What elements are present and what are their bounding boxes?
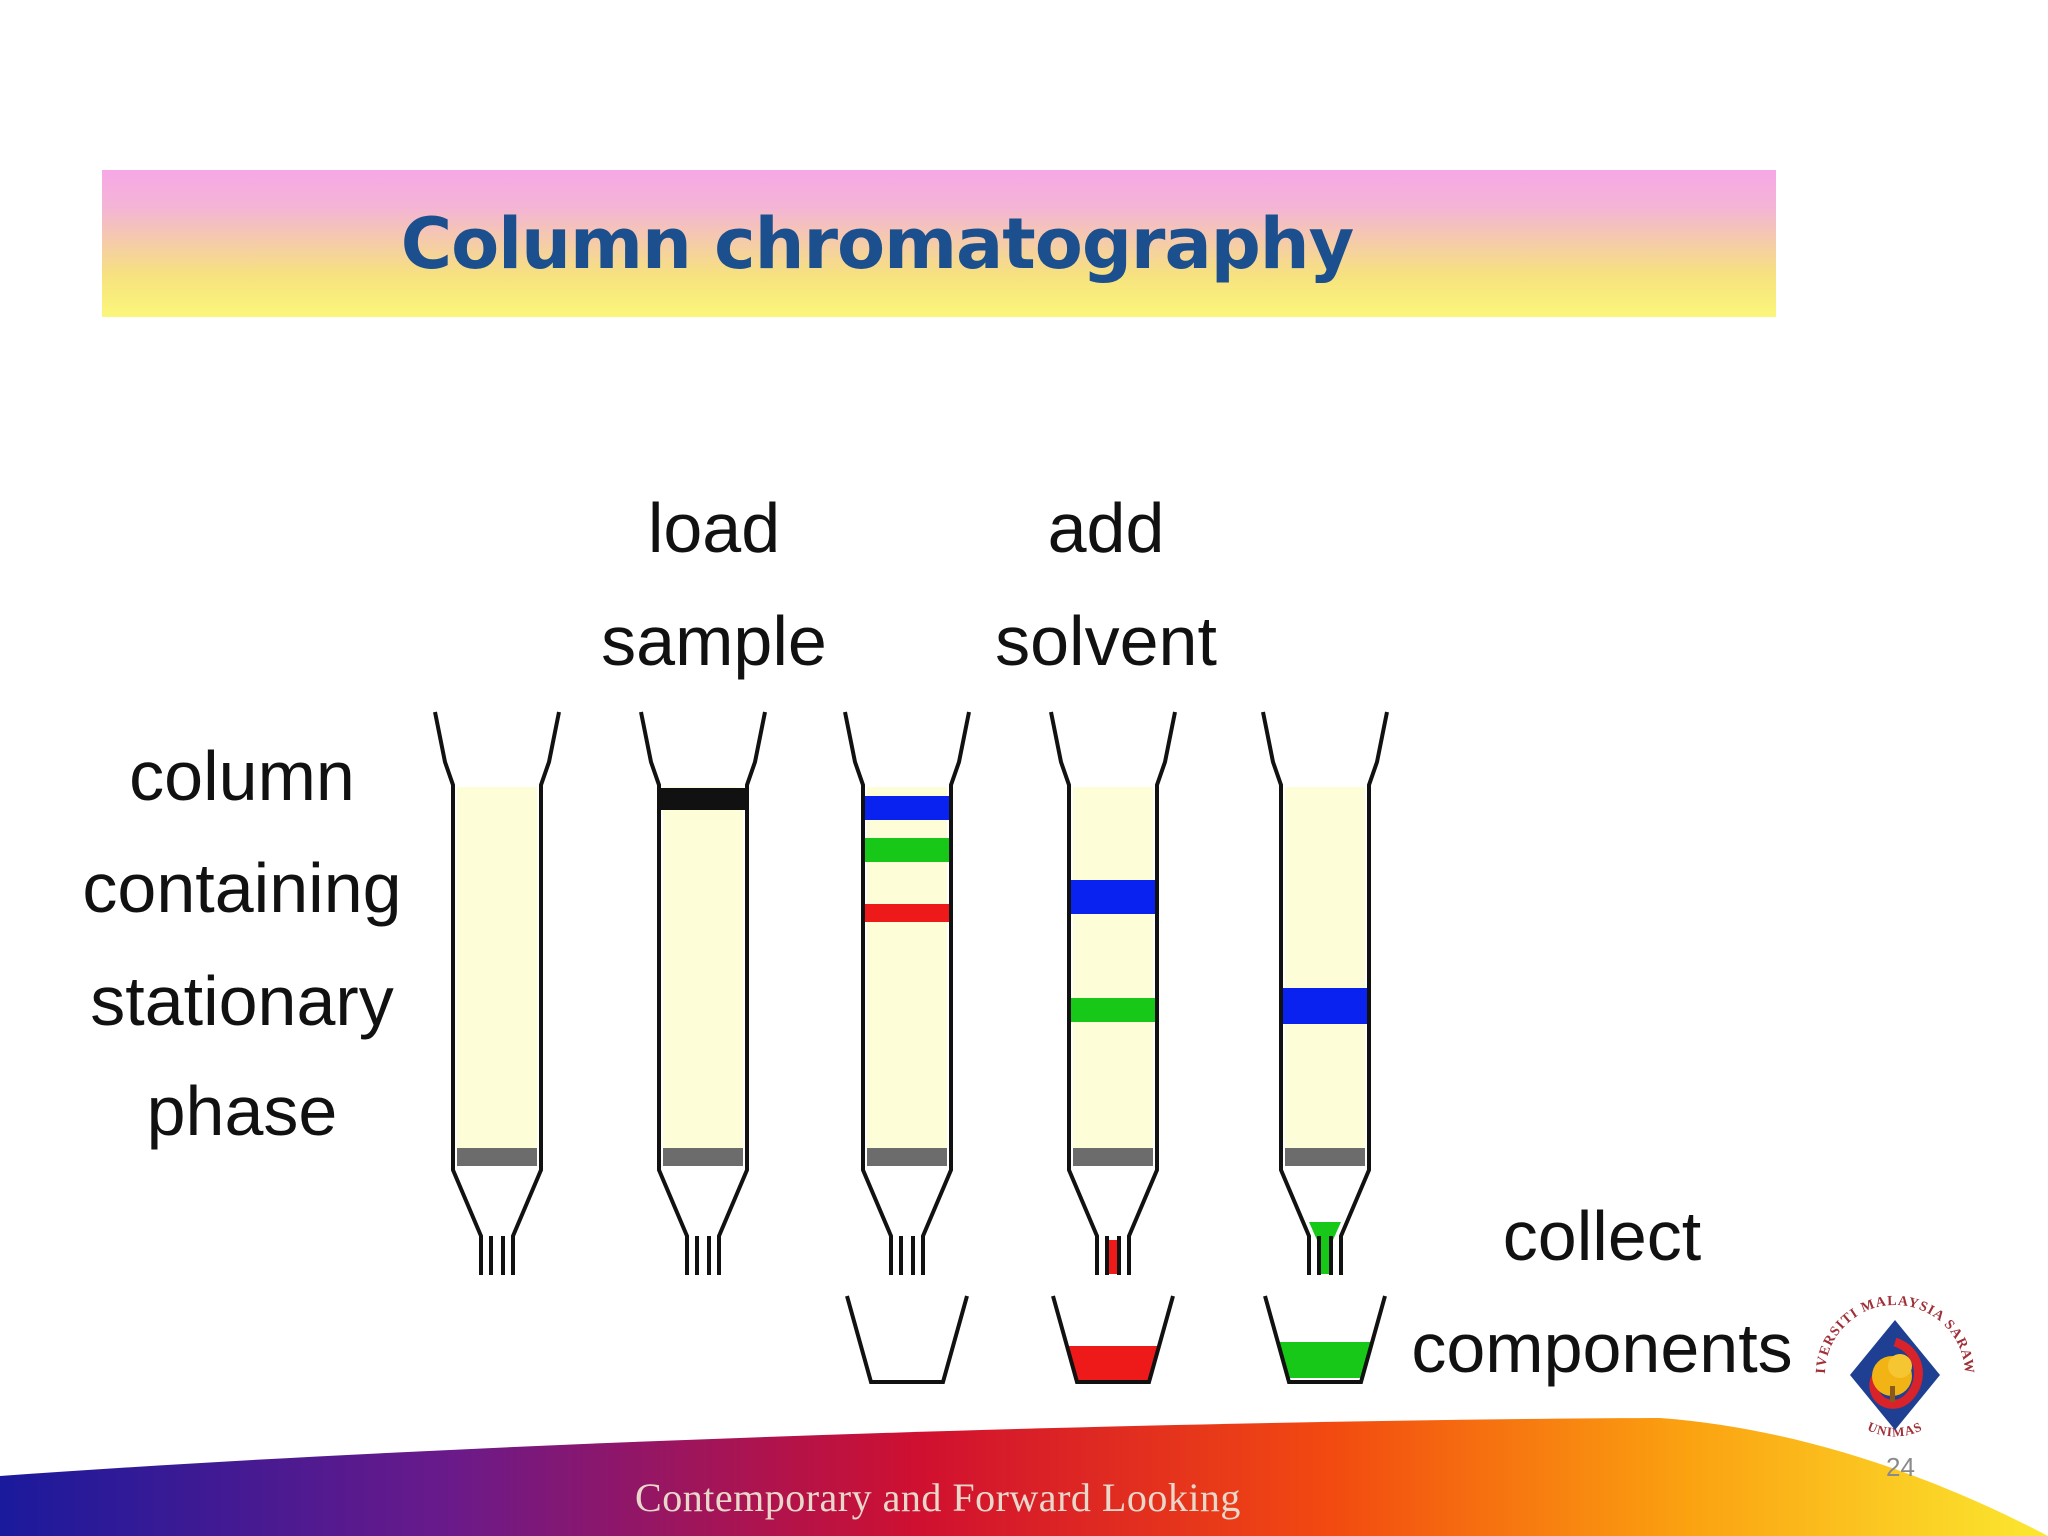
column-4 xyxy=(1049,711,1177,1384)
band-red xyxy=(863,904,951,922)
beaker-red-fill xyxy=(1067,1346,1159,1380)
beaker-red xyxy=(1051,1295,1175,1384)
label-collect-2: components xyxy=(1411,1309,1792,1387)
label-column-4: phase xyxy=(147,1072,338,1150)
eluting-green xyxy=(1309,1222,1341,1274)
label-load-1: load xyxy=(648,489,780,567)
column-2 xyxy=(639,711,767,1275)
label-load-2: sample xyxy=(601,602,827,680)
sample-band-black xyxy=(659,788,747,810)
band-green xyxy=(863,838,951,862)
beaker-green xyxy=(1263,1295,1387,1384)
frit xyxy=(457,1148,537,1166)
eluting-red xyxy=(1106,1240,1120,1274)
column-1 xyxy=(433,711,561,1275)
column-3 xyxy=(843,711,971,1384)
footer-banner xyxy=(0,1418,2048,1536)
slide-title: Column chromatography xyxy=(400,202,1355,285)
band-green xyxy=(1069,998,1157,1022)
title-banner: Column chromatography xyxy=(102,170,1776,317)
university-logo: UNIVERSITI MALAYSIA SARAWAK UNIMAS xyxy=(1800,1280,1983,1463)
label-column-1: column xyxy=(129,737,355,815)
band-blue xyxy=(1069,880,1157,914)
footer-tagline: Contemporary and Forward Looking xyxy=(635,1475,1241,1520)
band-blue xyxy=(1281,988,1369,1024)
chromatography-diagram: column containing stationary phase load … xyxy=(82,489,1792,1387)
beaker-empty xyxy=(845,1295,969,1384)
label-collect-1: collect xyxy=(1503,1197,1701,1275)
label-column-2: containing xyxy=(82,849,401,927)
label-column-3: stationary xyxy=(90,962,393,1040)
beaker-green-fill xyxy=(1279,1342,1371,1378)
label-add-1: add xyxy=(1048,489,1165,567)
band-blue xyxy=(863,796,951,820)
page-number: 24 xyxy=(1886,1452,1915,1482)
label-add-2: solvent xyxy=(995,602,1217,680)
column-5 xyxy=(1261,711,1389,1384)
stationary-phase xyxy=(457,787,537,1150)
